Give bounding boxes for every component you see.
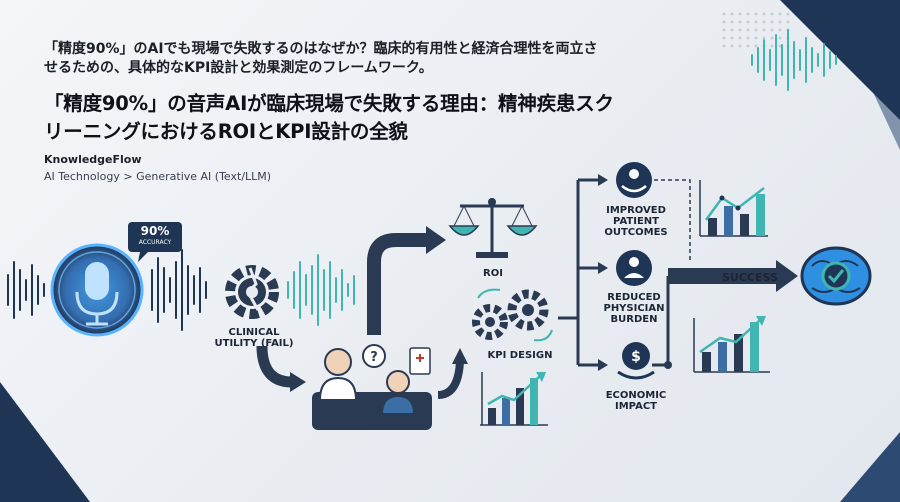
arrow-to-kpi — [437, 361, 464, 399]
roi-label: ROI — [483, 268, 503, 279]
corner-decoration — [840, 432, 900, 502]
svg-text:?: ? — [370, 350, 378, 365]
waveform-middle — [151, 249, 207, 331]
outcome-physician-label: REDUCED PHYSICIAN BURDEN — [603, 292, 665, 325]
accuracy-caption: ACCURACY — [138, 239, 172, 246]
clinical-utility-label: CLINICAL UTILITY (FAIL) — [214, 327, 294, 349]
waveform-teal — [287, 254, 355, 326]
growth-chart-icon — [480, 372, 548, 426]
svg-text:$: $ — [631, 349, 641, 365]
brand-name: KnowledgeFlow — [44, 153, 142, 166]
accuracy-badge: 90% ACCURACY — [128, 222, 182, 252]
accuracy-value: 90% — [140, 224, 170, 238]
success-label: SUCCESS — [722, 271, 778, 284]
doctor-patient-icon: ? — [312, 344, 432, 430]
article-subtitle: 「精度90%」のAIでも現場で失敗するのはなぜか？臨床的有用性と経済合理性を両立… — [44, 41, 598, 76]
arrow-to-roi — [367, 233, 428, 335]
physician-icon — [616, 250, 652, 286]
waveform-top-right — [751, 29, 837, 91]
balance-scale-icon — [448, 198, 538, 258]
success-arrow — [652, 260, 798, 369]
kpi-design-label: KPI DESIGN — [487, 350, 553, 361]
microphone-icon — [50, 243, 144, 337]
broken-gear-icon — [225, 265, 279, 319]
bottom-right-chart-icon — [693, 316, 770, 373]
economic-dollar-icon: $ — [617, 342, 655, 380]
article-title: 「精度90%」の音声AIが臨床現場で失敗する理由：精神疾患スクリーニングにおける… — [44, 92, 614, 143]
outcome-economic-label: ECONOMIC IMPACT — [605, 390, 667, 412]
top-right-chart-icon — [699, 180, 768, 237]
corner-decoration — [0, 382, 90, 502]
waveform-left — [7, 261, 45, 319]
outcome-patient-label: IMPROVED PATIENT OUTCOMES — [604, 205, 668, 238]
arrow-to-people — [256, 345, 293, 388]
patient-care-icon — [616, 162, 652, 198]
branch-connectors — [558, 178, 600, 367]
brain-success-icon — [800, 246, 872, 306]
breadcrumb: AI Technology > Generative AI (Text/LLM) — [44, 170, 272, 183]
kpi-gears-icon — [472, 288, 553, 342]
dot-pattern — [720, 10, 790, 50]
